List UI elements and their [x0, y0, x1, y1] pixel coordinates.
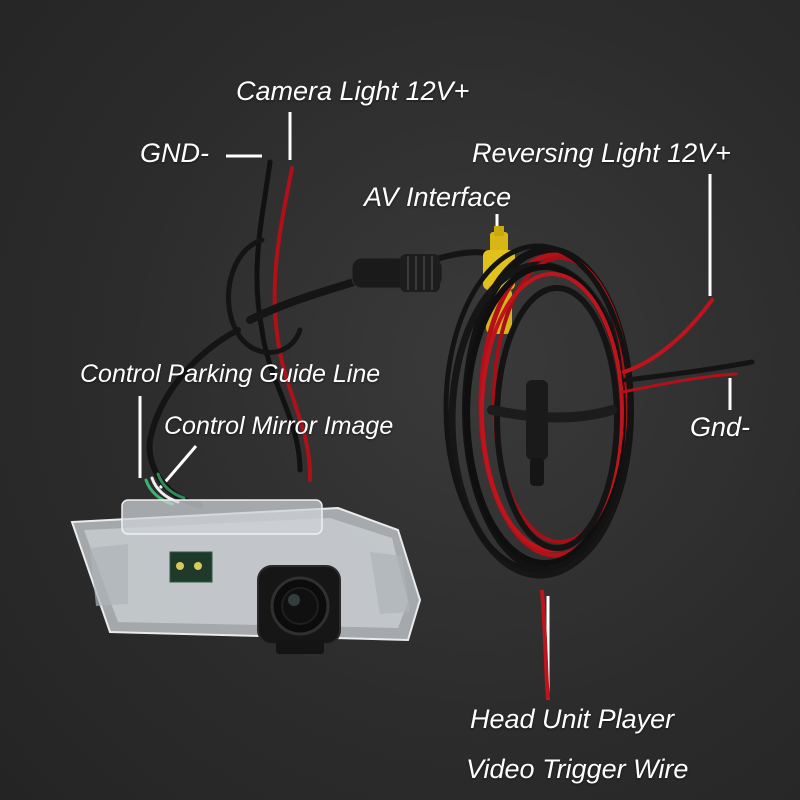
- reversing-wires: [620, 298, 755, 394]
- inline-connector: [351, 254, 443, 292]
- label-mirror-image: Control Mirror Image: [164, 412, 394, 440]
- label-parking-guide-line: Control Parking Guide Line: [80, 360, 381, 388]
- cable-coil: [443, 243, 634, 579]
- camera-housing: [70, 499, 422, 642]
- label-reversing-light: Reversing Light 12V+: [472, 138, 731, 168]
- label-video-trigger-wire: Video Trigger Wire: [466, 754, 689, 784]
- label-gnd: GND-: [140, 138, 209, 168]
- label-av-interface: AV Interface: [364, 182, 512, 212]
- pointer-mirror-image: [158, 445, 198, 489]
- trigger-connector: [526, 380, 548, 486]
- label-gnd-right: Gnd-: [690, 412, 751, 442]
- label-head-unit-player: Head Unit Player: [470, 704, 675, 734]
- camera-module: [257, 565, 341, 654]
- trigger-wire: [540, 589, 550, 701]
- label-camera-light: Camera Light 12V+: [236, 76, 470, 106]
